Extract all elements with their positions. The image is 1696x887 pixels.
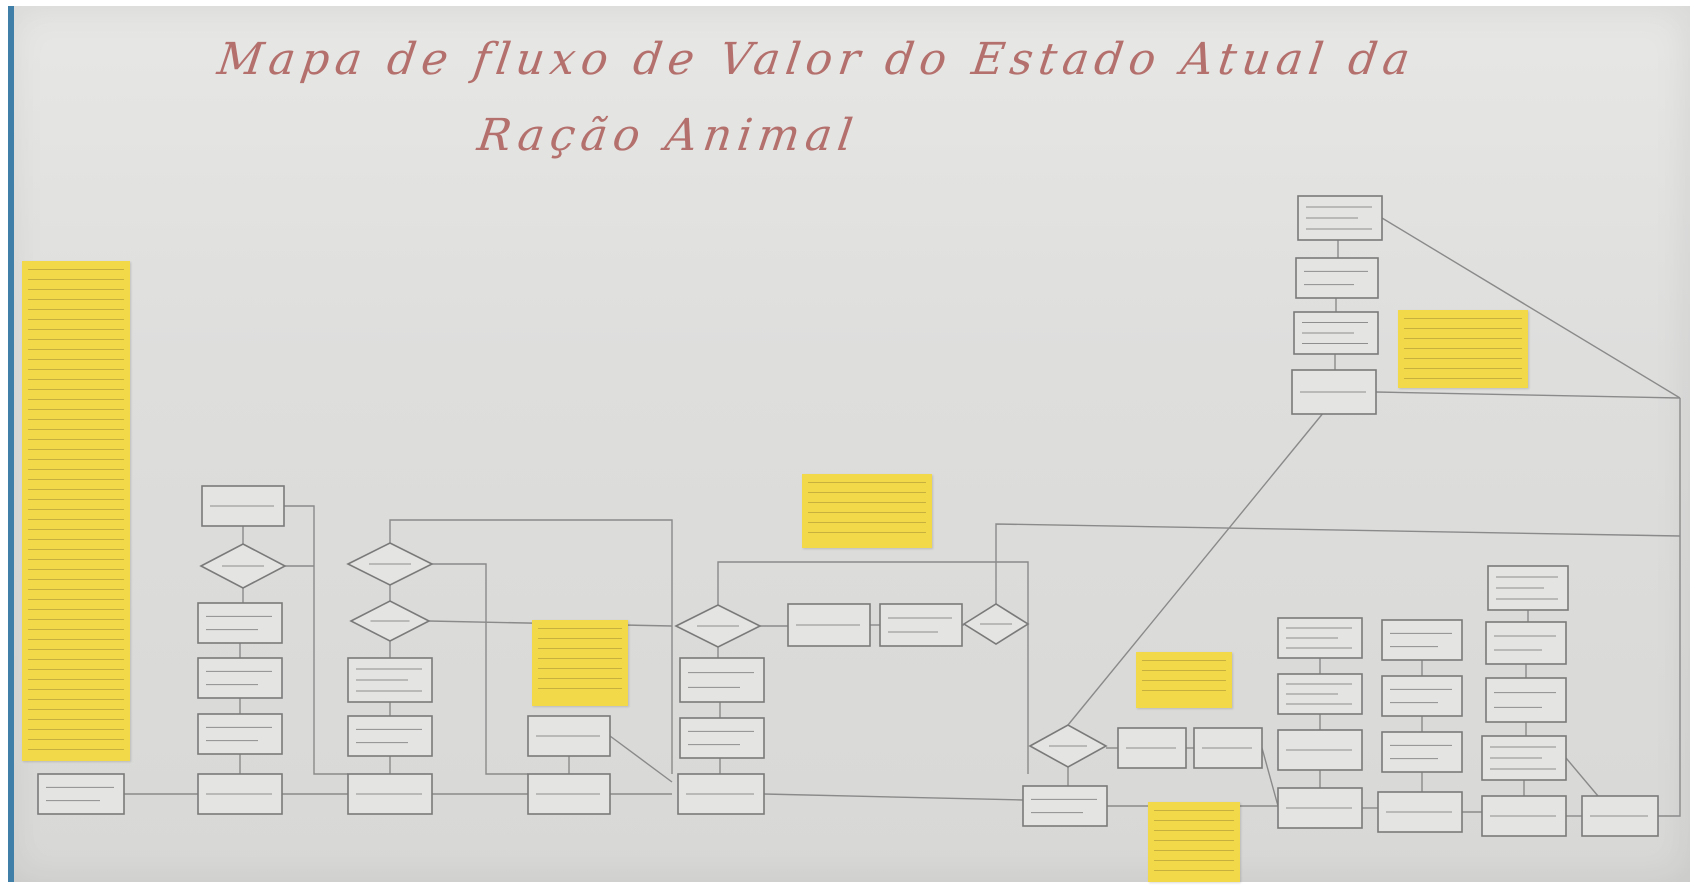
sticky-note-bottom (1148, 802, 1240, 882)
sticky-note-top-center (802, 474, 932, 548)
process-box-c1-2 (197, 602, 283, 644)
connector-line (995, 523, 1681, 604)
process-shapes (37, 195, 1659, 837)
connector-line (432, 563, 528, 775)
sticky-note-middle (532, 620, 628, 706)
sticky-note-legend-left (22, 261, 130, 761)
process-box-c4-5 (879, 603, 963, 647)
process-box-c4-1 (679, 657, 765, 703)
connector-line (609, 735, 673, 783)
connector-line (717, 561, 1029, 774)
connector-line (1565, 757, 1599, 797)
connector-lines (124, 217, 1681, 817)
process-box-c4-2 (679, 717, 765, 759)
process-box-c1-3 (197, 657, 283, 699)
connector-line (763, 793, 1024, 801)
process-box-c1-4 (197, 713, 283, 755)
poster-sheet: Mapa de fluxo de Valor do Estado Atual d… (8, 6, 1690, 882)
blue-edge-strip (8, 6, 14, 882)
connector-line (1375, 391, 1681, 399)
sticky-note-right-upper (1398, 310, 1528, 388)
process-box-c2-2 (347, 715, 433, 757)
flowchart-diagram (37, 195, 1681, 837)
connector-line (1261, 747, 1279, 807)
process-box-c6-1 (1022, 785, 1108, 827)
connector-line (284, 505, 348, 775)
process-box-r3-2 (1485, 621, 1567, 665)
connector-line (1381, 217, 1681, 399)
process-box-r2-1 (1381, 619, 1463, 661)
sticky-note-right-middle (1136, 652, 1232, 708)
process-box-r2-2 (1381, 675, 1463, 717)
connector-line (389, 519, 673, 774)
start-box (37, 773, 125, 815)
process-box-top-2 (1295, 257, 1379, 299)
connector-line (1067, 411, 1325, 726)
process-box-r3-3 (1485, 677, 1567, 723)
process-box-r2-3 (1381, 731, 1463, 773)
connector-line (1658, 398, 1681, 817)
